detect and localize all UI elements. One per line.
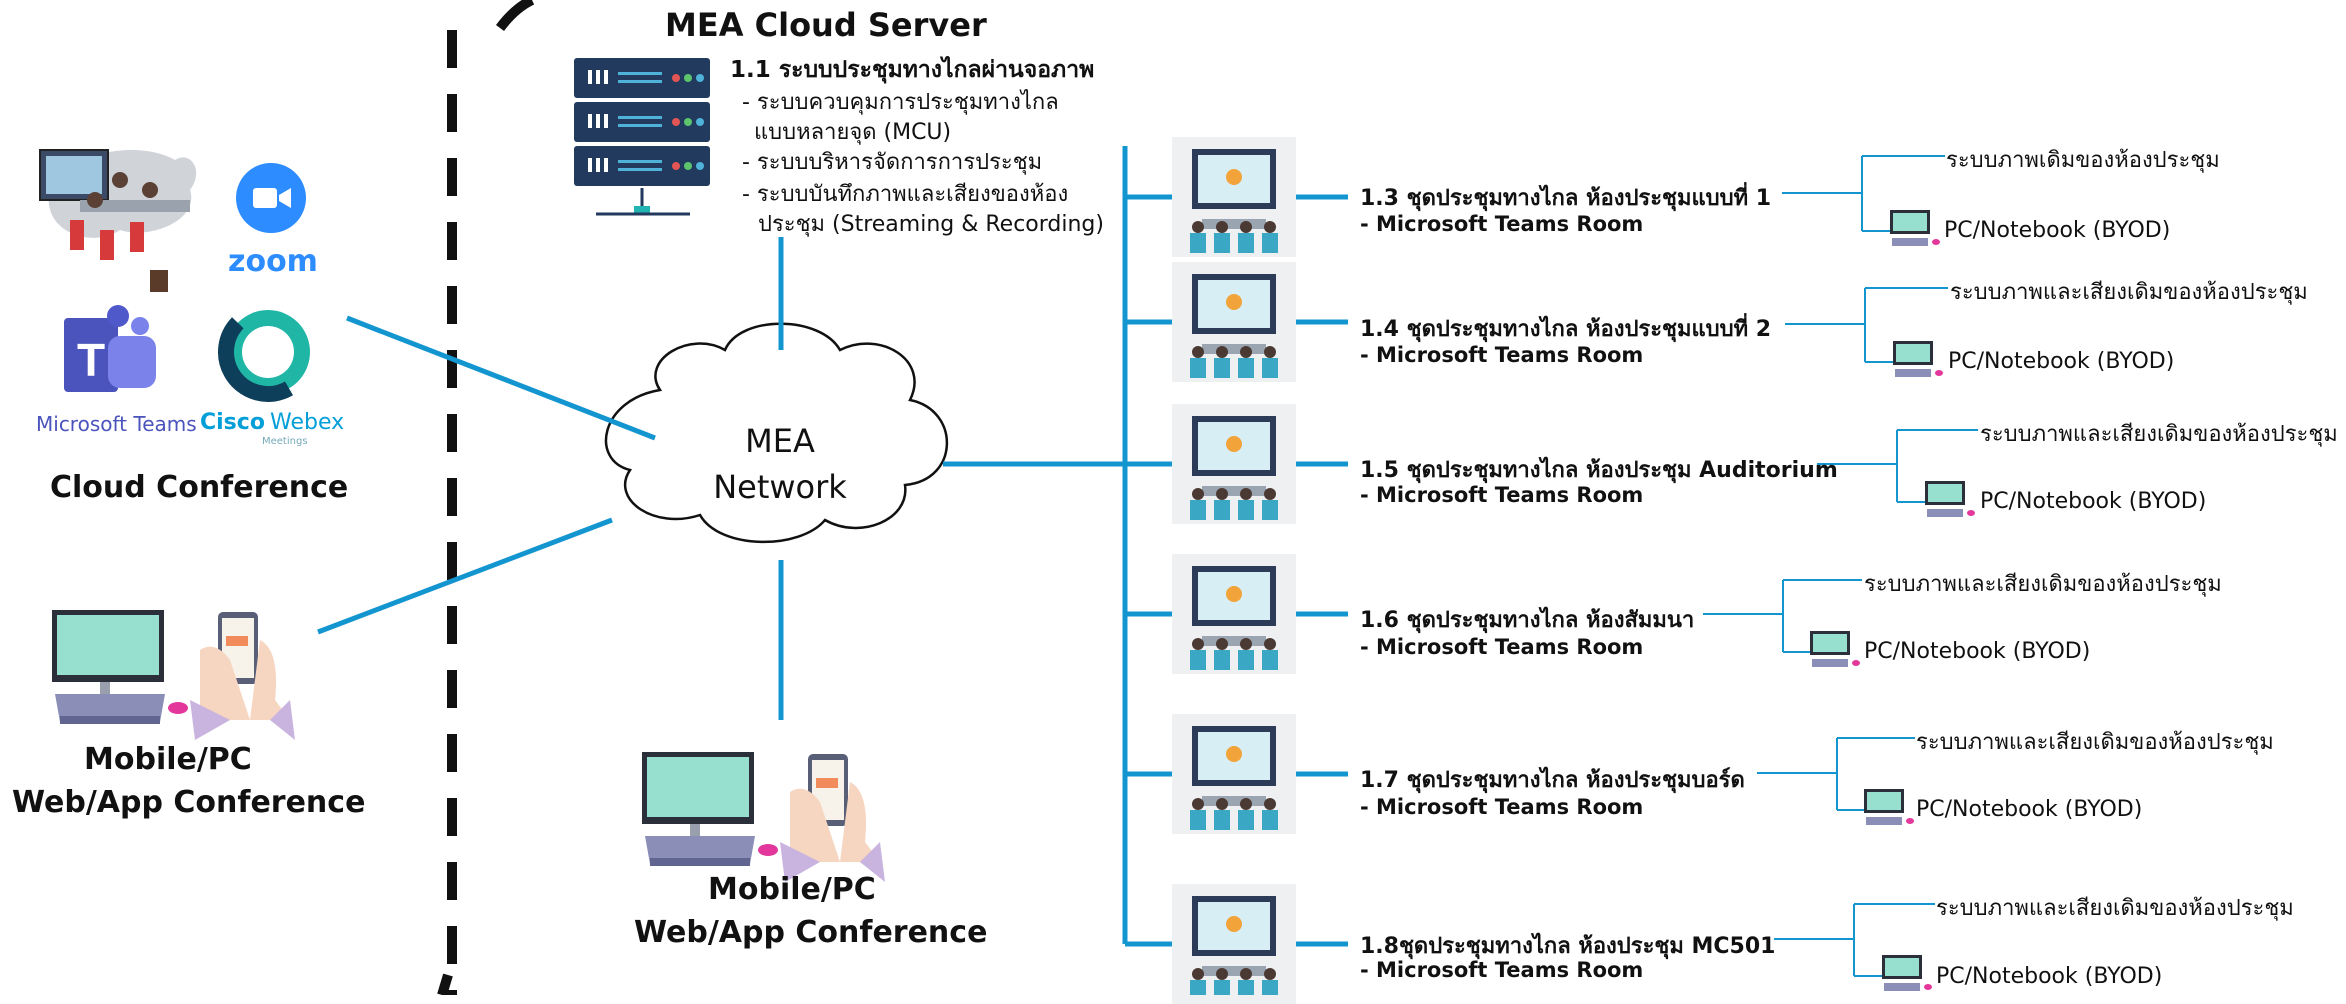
- server-item: แบบหลายจุด (MCU): [754, 120, 952, 145]
- meeting-room-icon: [1190, 149, 1278, 995]
- cloud-label-line1: MEA: [745, 422, 815, 460]
- branch-top-label: ระบบภาพและเสียงเดิมของห้องประชุม: [1936, 896, 2294, 921]
- branch-top-label: ระบบภาพและเสียงเดิมของห้องประชุม: [1980, 422, 2338, 447]
- server-heading: 1.1 ระบบประชุมทางไกลผ่านจอภาพ: [730, 57, 1095, 83]
- room-title: 1.6 ชุดประชุมทางไกล ห้องสัมมนา: [1360, 608, 1695, 633]
- branch-bottom-label: PC/Notebook (BYOD): [1916, 797, 2143, 822]
- boundary-arc: [496, 0, 535, 32]
- svg-text:T: T: [77, 334, 105, 386]
- server-item: - ระบบบันทึกภาพและเสียงของห้อง: [742, 182, 1069, 207]
- room-title: 1.5 ชุดประชุมทางไกล ห้องประชุม Auditoriu…: [1360, 458, 1838, 483]
- room-subtitle: - Microsoft Teams Room: [1360, 483, 1644, 507]
- room-subtitle: - Microsoft Teams Room: [1360, 212, 1644, 236]
- room-subtitle: - Microsoft Teams Room: [1360, 635, 1644, 659]
- branch-top-label: ระบบภาพเดิมของห้องประชุม: [1946, 148, 2220, 173]
- branch-top-label: ระบบภาพและเสียงเดิมของห้องประชุม: [1864, 572, 2222, 597]
- room-subtitle: - Microsoft Teams Room: [1360, 343, 1644, 367]
- webex-logo-icon: [218, 302, 318, 402]
- server-item: - ระบบบริหารจัดการการประชุม: [742, 150, 1043, 175]
- mea-network-cloud: [604, 322, 949, 544]
- room-subtitle: - Microsoft Teams Room: [1360, 795, 1644, 819]
- room-title: 1.3 ชุดประชุมทางไกล ห้องประชุมแบบที่ 1: [1360, 186, 1772, 211]
- room-title: 1.4 ชุดประชุมทางไกล ห้องประชุมแบบที่ 2: [1360, 317, 1772, 342]
- room-subtitle: - Microsoft Teams Room: [1360, 958, 1644, 982]
- zoom-logo-icon: [236, 163, 306, 233]
- cloud-conference-label: Cloud Conference: [50, 470, 349, 505]
- branch-top-label: ระบบภาพและเสียงเดิมของห้องประชุม: [1950, 280, 2308, 305]
- left-mobile-line1: Mobile/PC: [84, 742, 252, 777]
- cloud-label-line2: Network: [713, 468, 847, 506]
- pc-notebook-icon: [1810, 210, 1975, 991]
- left-mobile-line2: Web/App Conference: [12, 785, 366, 820]
- desktop-phone-icon-bottom: [642, 752, 885, 882]
- cisco-logo-text: Cisco: [200, 410, 265, 435]
- branch-bottom-label: PC/Notebook (BYOD): [1944, 218, 2171, 243]
- bottom-mobile-line1: Mobile/PC: [708, 872, 876, 907]
- branch-bottom-label: PC/Notebook (BYOD): [1948, 349, 2175, 374]
- server-stack-icon: [574, 58, 710, 216]
- server-item: ประชุม (Streaming & Recording): [758, 212, 1104, 237]
- branch-bottom-label: PC/Notebook (BYOD): [1936, 964, 2163, 989]
- server-title: MEA Cloud Server: [665, 6, 987, 44]
- zoom-logo-text: zoom: [228, 244, 318, 279]
- branch-bottom-label: PC/Notebook (BYOD): [1980, 489, 2207, 514]
- bottom-mobile-line2: Web/App Conference: [634, 915, 988, 950]
- meetings-logo-text: Meetings: [262, 436, 308, 447]
- desktop-phone-icon-left: [52, 610, 295, 740]
- room-title: 1.8ชุดประชุมทางไกล ห้องประชุม MC501: [1360, 934, 1776, 959]
- server-item: - ระบบควบคุมการประชุมทางไกล: [742, 90, 1059, 115]
- branch-top-label: ระบบภาพและเสียงเดิมของห้องประชุม: [1916, 730, 2274, 755]
- webex-logo-text: Webex: [270, 410, 345, 435]
- teams-logo-text: Microsoft Teams: [36, 412, 197, 436]
- meeting-illustration-icon: [39, 149, 197, 292]
- branch-bottom-label: PC/Notebook (BYOD): [1864, 639, 2091, 664]
- room-title: 1.7 ชุดประชุมทางไกล ห้องประชุมบอร์ด: [1360, 768, 1745, 793]
- microsoft-teams-logo-icon: T: [64, 305, 156, 392]
